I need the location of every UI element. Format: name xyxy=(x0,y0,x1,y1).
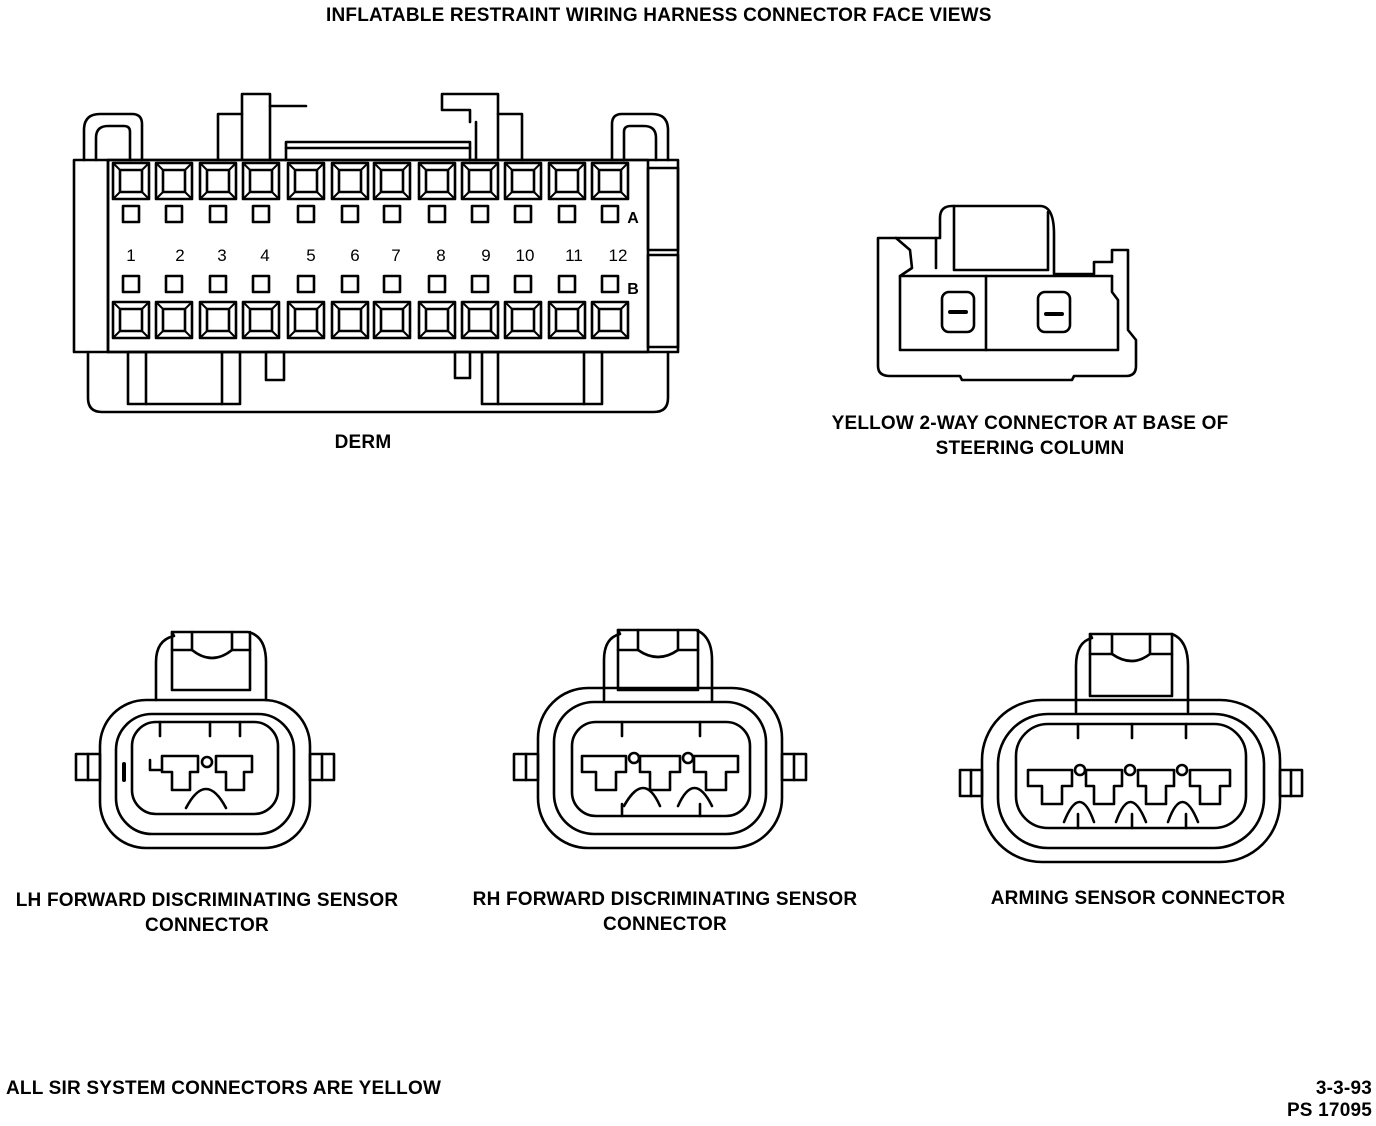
row-b-pin-8 xyxy=(427,274,447,294)
derm-upper-terminal-10 xyxy=(503,161,543,201)
derm-upper-terminal-5 xyxy=(286,161,326,201)
derm-lower-terminal-11 xyxy=(547,300,587,340)
row-a-pin-2 xyxy=(164,204,184,224)
derm-upper-terminal-8 xyxy=(417,161,457,201)
derm-lower-terminal-9 xyxy=(460,300,500,340)
row-a-pin-8 xyxy=(427,204,447,224)
yellow-connector-label: YELLOW 2-WAY CONNECTOR AT BASE OF STEERI… xyxy=(800,411,1260,461)
row-a-pin-10 xyxy=(513,204,533,224)
derm-upper-terminal-4 xyxy=(241,161,281,201)
derm-upper-terminals xyxy=(111,161,630,201)
derm-lower-terminals xyxy=(111,300,630,340)
row-b-pin-5 xyxy=(296,274,316,294)
derm-upper-terminal-9 xyxy=(460,161,500,201)
derm-pins-row-a xyxy=(121,204,620,224)
yellow-connector-label-line2: STEERING COLUMN xyxy=(935,438,1125,459)
row-a-pin-7 xyxy=(382,204,402,224)
derm-lower-terminal-1 xyxy=(111,300,151,340)
pin-number-8: 8 xyxy=(436,246,445,265)
row-b-pin-9 xyxy=(470,274,490,294)
derm-lower-terminal-2 xyxy=(154,300,194,340)
pin-number-10: 10 xyxy=(516,246,535,265)
row-a-pin-1 xyxy=(121,204,141,224)
pin-number-9: 9 xyxy=(481,246,490,265)
rh-sensor-label-line1: RH FORWARD DISCRIMINATING SENSOR xyxy=(472,889,858,910)
rh-sensor-label: RH FORWARD DISCRIMINATING SENSOR CONNECT… xyxy=(458,887,872,937)
row-b-pin-2 xyxy=(164,274,184,294)
pin-number-5: 5 xyxy=(306,246,315,265)
row-b-pin-7 xyxy=(382,274,402,294)
row-b-pin-6 xyxy=(340,274,360,294)
lh-sensor-connector xyxy=(74,630,336,850)
row-b-pin-10 xyxy=(513,274,533,294)
row-a-pin-3 xyxy=(208,204,228,224)
derm-upper-terminal-2 xyxy=(154,161,194,201)
page-title: INFLATABLE RESTRAINT WIRING HARNESS CONN… xyxy=(326,5,992,26)
derm-label: DERM xyxy=(334,432,392,453)
pin-number-12: 12 xyxy=(609,246,628,265)
row-b-pin-3 xyxy=(208,274,228,294)
derm-lower-terminal-8 xyxy=(417,300,457,340)
arming-sensor-label: ARMING SENSOR CONNECTOR xyxy=(990,888,1286,909)
pin-number-4: 4 xyxy=(260,246,269,265)
derm-pin-numbers: 1 2 3 4 5 6 7 8 9 10 11 12 A B xyxy=(126,210,639,298)
derm-lower-terminal-12 xyxy=(590,300,630,340)
pin-number-1: 1 xyxy=(126,246,135,265)
yellow-connector-label-line1: YELLOW 2-WAY CONNECTOR AT BASE OF xyxy=(831,413,1229,434)
derm-upper-terminal-11 xyxy=(547,161,587,201)
row-b-pin-12 xyxy=(600,274,620,294)
row-b-pin-1 xyxy=(121,274,141,294)
derm-upper-terminal-7 xyxy=(372,161,412,201)
lh-sensor-label-line1: LH FORWARD DISCRIMINATING SENSOR xyxy=(15,890,399,911)
footer-date: 3-3-93 xyxy=(1315,1078,1372,1099)
derm-pins-row-b xyxy=(121,274,620,294)
footer-id: 3-3-93 PS 17095 xyxy=(1262,1078,1372,1122)
row-a-pin-9 xyxy=(470,204,490,224)
arming-sensor-connector xyxy=(958,632,1304,864)
lh-sensor-label-line2: CONNECTOR xyxy=(145,915,269,936)
row-b-pin-11 xyxy=(557,274,577,294)
row-a-pin-6 xyxy=(340,204,360,224)
row-b-label: B xyxy=(627,281,639,298)
derm-lower-terminal-7 xyxy=(372,300,412,340)
row-a-pin-4 xyxy=(251,204,271,224)
derm-lower-terminal-3 xyxy=(198,300,238,340)
row-a-pin-11 xyxy=(557,204,577,224)
derm-upper-terminal-1 xyxy=(111,161,151,201)
derm-lower-terminal-5 xyxy=(286,300,326,340)
derm-connector: 1 2 3 4 5 6 7 8 9 10 11 12 A B xyxy=(72,92,680,414)
rh-sensor-connector xyxy=(512,628,808,850)
footer-code: PS 17095 xyxy=(1286,1100,1372,1121)
derm-upper-terminal-6 xyxy=(330,161,370,201)
lh-sensor-label: LH FORWARD DISCRIMINATING SENSOR CONNECT… xyxy=(0,888,414,938)
row-b-pin-4 xyxy=(251,274,271,294)
derm-lower-terminal-10 xyxy=(503,300,543,340)
derm-lower-terminal-4 xyxy=(241,300,281,340)
pin-number-11: 11 xyxy=(565,246,583,265)
rh-sensor-label-line2: CONNECTOR xyxy=(603,914,727,935)
derm-upper-terminal-12 xyxy=(590,161,630,201)
row-a-pin-12 xyxy=(600,204,620,224)
pin-number-3: 3 xyxy=(217,246,226,265)
row-a-label: A xyxy=(627,210,639,227)
footer-note: ALL SIR SYSTEM CONNECTORS ARE YELLOW xyxy=(6,1078,442,1099)
derm-lower-terminal-6 xyxy=(330,300,370,340)
pin-number-2: 2 xyxy=(175,246,184,265)
row-a-pin-5 xyxy=(296,204,316,224)
pin-number-6: 6 xyxy=(350,246,359,265)
derm-upper-terminal-3 xyxy=(198,161,238,201)
yellow-2way-connector xyxy=(876,204,1138,382)
pin-number-7: 7 xyxy=(391,246,400,265)
